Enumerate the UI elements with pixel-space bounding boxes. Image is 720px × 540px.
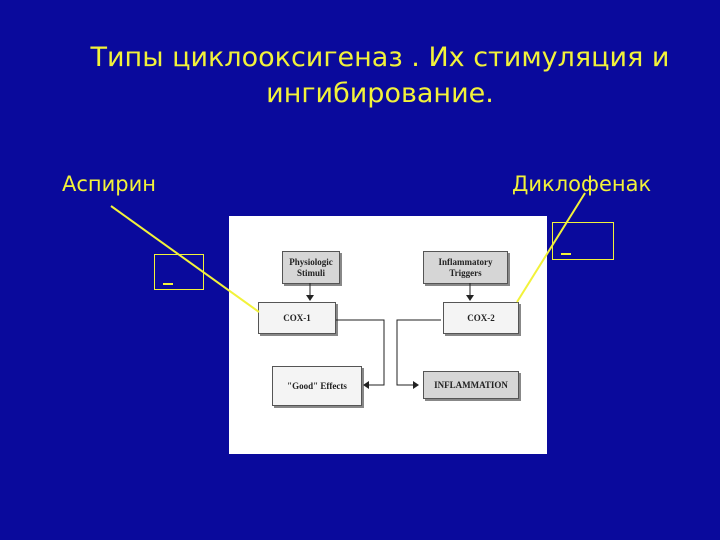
diagram-connectors — [306, 283, 474, 389]
inflammatory-triggers-node: Inflammatory Triggers — [423, 251, 508, 284]
inflammation-node: INFLAMMATION — [423, 371, 519, 399]
aspirin-label: Аспирин — [62, 172, 156, 196]
diclofenac-callout-box — [552, 222, 614, 260]
diclofenac-pointer-line — [516, 192, 586, 303]
slide-title: Типы циклооксигеназ . Их стимуляция и ин… — [90, 42, 670, 109]
cox1-node: COX-1 — [258, 302, 336, 334]
cox2-to-inflammation-connector — [396, 319, 441, 386]
cox1-to-good-effects-connector — [336, 319, 385, 386]
diclofenac-label: Диклофенак — [512, 172, 652, 196]
cox2-node: COX-2 — [443, 302, 519, 334]
cox-diagram-panel: Physiologic Stimuli Inflammatory Trigger… — [229, 216, 547, 454]
aspirin-pointer-line — [110, 205, 260, 313]
physiologic-stimuli-node: Physiologic Stimuli — [282, 251, 340, 284]
good-effects-node: "Good" Effects — [272, 366, 362, 406]
